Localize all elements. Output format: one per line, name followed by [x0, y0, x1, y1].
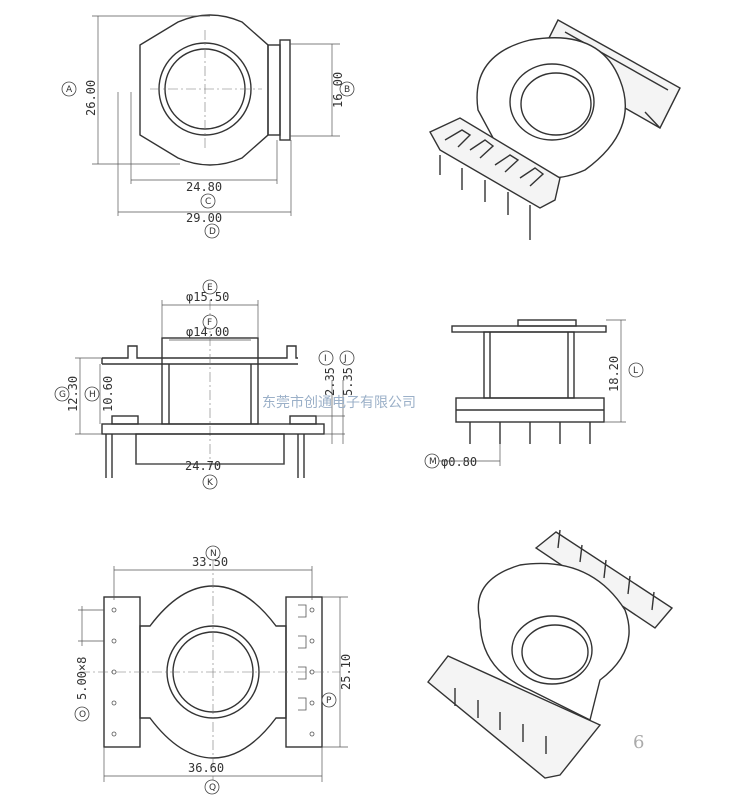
side-core — [483, 331, 575, 399]
bottom-pin-holes — [111, 607, 315, 737]
dim-m-label: M — [429, 457, 437, 467]
dim-p-label: P — [326, 696, 332, 706]
dim-n-label: N — [210, 549, 217, 559]
isometric-view-bottom — [427, 529, 674, 779]
dim-j-label: J — [343, 354, 347, 364]
dim-o-value: 5.00×8 — [75, 657, 89, 700]
page-number: 6 — [633, 732, 644, 753]
dim-a-value: 26.00 — [84, 80, 98, 116]
dim-h-label: H — [89, 390, 96, 400]
front-view: φ15.50 E φ14.00 F 12.30 G 10.60 H 2.35 I… — [54, 279, 355, 490]
dim-e-label: E — [207, 283, 213, 293]
bottom-body — [139, 585, 287, 759]
front-bottom-flange — [101, 423, 325, 435]
dim-b-value: 16.00 — [331, 72, 345, 108]
dim-m-value: φ0.80 — [441, 455, 477, 469]
iso2-bottom-rail — [427, 655, 602, 779]
dim-g-value: 12.30 — [66, 376, 80, 412]
bottom-view: 33.50 N 5.00×8 O 25.10 P 36.60 Q — [74, 545, 353, 795]
dim-i-label: I — [324, 354, 327, 364]
iso1-pins — [439, 155, 531, 240]
iso2-top-pins — [557, 529, 655, 611]
dim-i-value: 2.35 — [323, 367, 337, 396]
side-pins — [469, 422, 591, 444]
company-watermark: 东莞市创通电子有限公司 — [262, 394, 416, 411]
isometric-view-top — [429, 19, 681, 240]
front-top-flange — [102, 345, 298, 359]
dim-c-value: 24.80 — [186, 180, 222, 194]
dim-b-label: B — [344, 85, 350, 95]
dim-q-label: Q — [209, 783, 216, 793]
top-view-right-flange-outer — [279, 39, 291, 141]
dim-e-value: φ15.50 — [186, 290, 229, 304]
dim-d-label: D — [209, 227, 216, 237]
dim-p-value: 25.10 — [339, 654, 353, 690]
dim-f-value: φ14.00 — [186, 325, 229, 339]
dim-d-value: 29.00 — [186, 211, 222, 225]
side-top-plate — [451, 325, 607, 333]
dim-q-value: 36.60 — [188, 761, 224, 775]
iso1-bore — [509, 63, 595, 141]
dim-o-label: O — [79, 710, 86, 720]
dim-j-value: 5.35 — [341, 367, 355, 396]
dim-a-label: A — [66, 85, 73, 95]
iso2-bore — [511, 615, 593, 685]
top-view: 26.00 A 16.00 B 24.80 C 29.00 D — [61, 14, 355, 239]
dim-k-label: K — [207, 478, 214, 488]
dim-f-label: F — [207, 318, 212, 328]
dim-l-label: L — [633, 366, 638, 376]
side-view: 18.20 L M φ0.80 — [424, 319, 644, 469]
dim-g-label: G — [59, 390, 66, 400]
iso1-left-rail — [429, 117, 561, 209]
top-view-right-flange — [267, 44, 281, 136]
dim-c-label: C — [205, 197, 211, 207]
iso2-bottom-pin-slots — [454, 688, 547, 754]
dim-h-value: 10.60 — [101, 376, 115, 412]
dim-l-value: 18.20 — [607, 356, 621, 392]
dim-n-value: 33.50 — [192, 555, 228, 569]
dim-k-value: 24.70 — [185, 459, 221, 473]
